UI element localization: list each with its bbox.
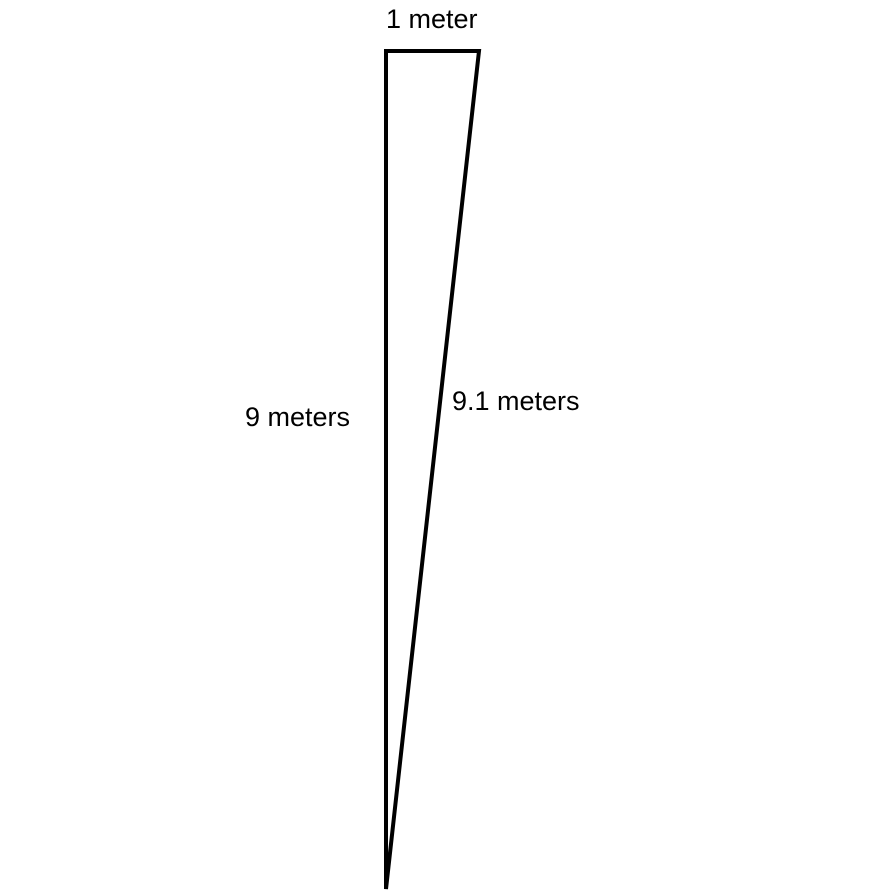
right-triangle bbox=[384, 49, 482, 890]
top-side-label: 1 meter bbox=[386, 4, 478, 34]
left-side-label: 9 meters bbox=[245, 402, 351, 432]
hypotenuse-label: 9.1 meters bbox=[452, 386, 580, 416]
